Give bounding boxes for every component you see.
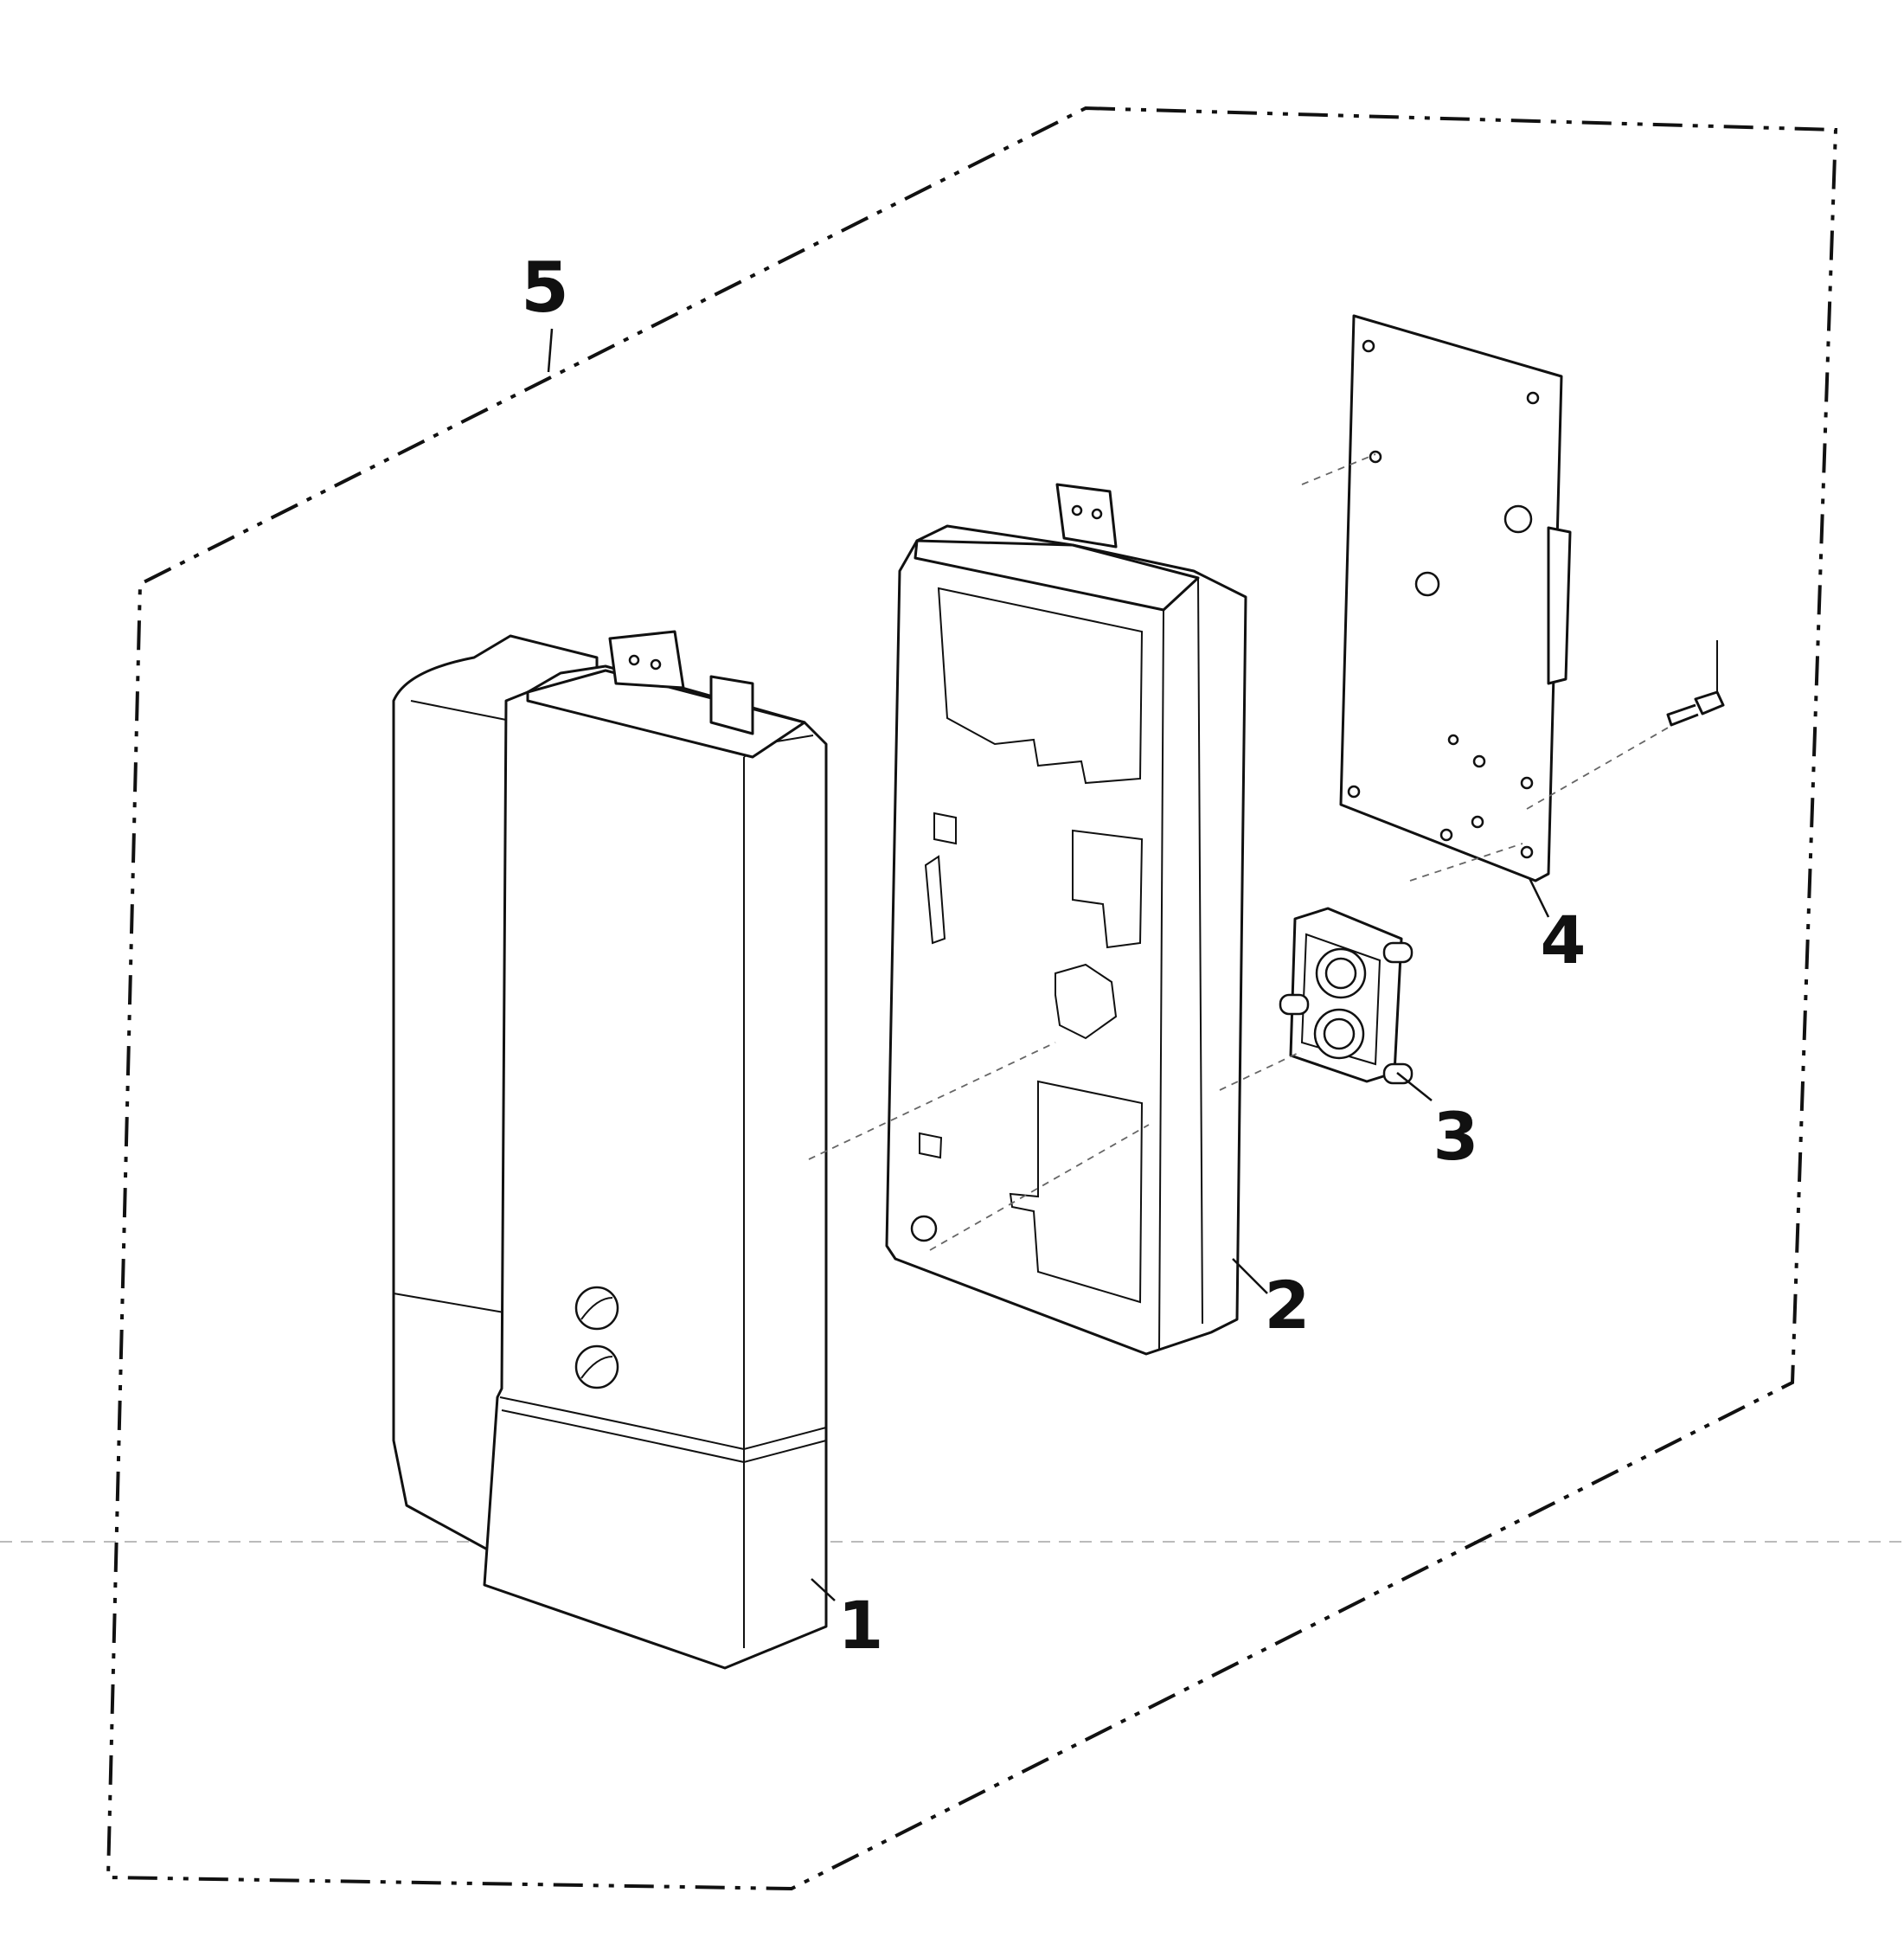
callout-label-2: 2 <box>1265 1267 1311 1344</box>
callouts: 5 4 3 2 1 <box>521 247 1586 1664</box>
callout-label-1: 1 <box>838 1587 884 1664</box>
switch-module-part <box>1279 907 1414 1085</box>
callout-label-5: 5 <box>521 247 569 328</box>
front-cover-part <box>392 630 828 1670</box>
circuit-board-part <box>1339 314 1572 882</box>
leader-lines <box>547 328 1550 1601</box>
assembly-boundary <box>106 106 1838 1891</box>
screw-part <box>1666 640 1725 727</box>
callout-label-3: 3 <box>1433 1098 1479 1175</box>
callout-label-4: 4 <box>1541 902 1587 978</box>
inner-frame-part <box>885 483 1247 1356</box>
assembly-lines <box>808 453 1670 1251</box>
